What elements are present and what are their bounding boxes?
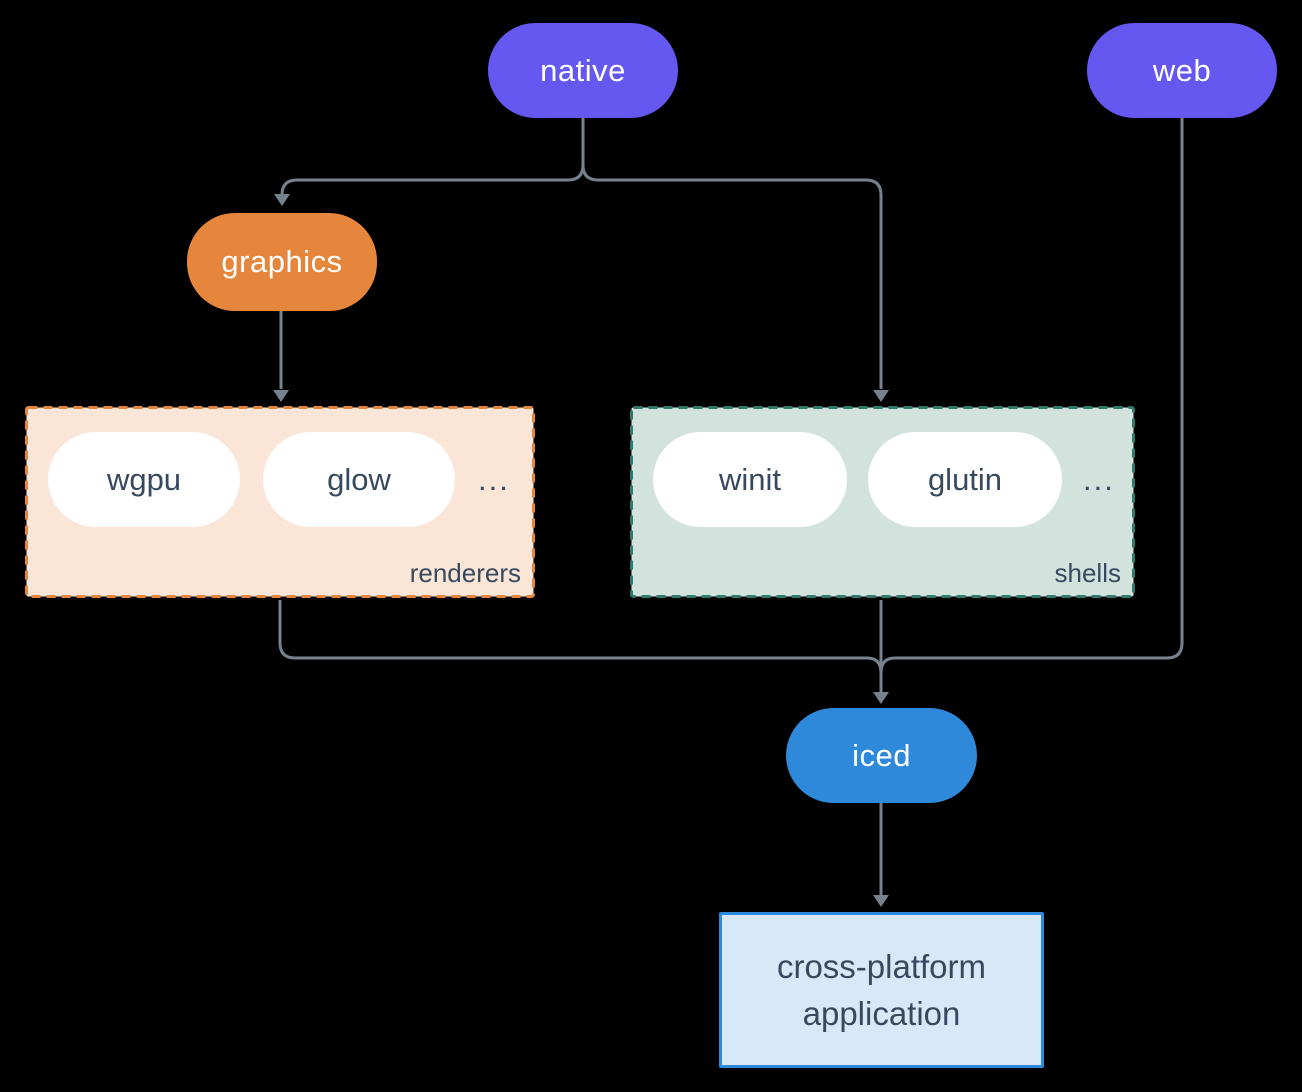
node-winit-label: winit xyxy=(718,461,781,497)
connector-native-graphics xyxy=(280,118,585,196)
application-label-line1: cross-platform xyxy=(776,948,987,985)
renderers-group-label: renderers xyxy=(409,558,521,588)
node-iced-label: iced xyxy=(852,737,911,773)
node-glow: glow xyxy=(263,432,455,527)
connector-web-iced xyxy=(879,118,1184,674)
arrowhead-into-graphics xyxy=(274,194,290,206)
node-iced: iced xyxy=(786,708,977,803)
group-shells: winit glutin ... shells xyxy=(630,406,1135,598)
node-native: native xyxy=(488,23,678,118)
node-web-label: web xyxy=(1152,52,1212,88)
node-web: web xyxy=(1087,23,1277,118)
node-cross-platform-application: cross-platform application xyxy=(719,912,1044,1068)
node-glow-label: glow xyxy=(327,461,391,497)
shells-group-label: shells xyxy=(1054,558,1121,588)
node-wgpu: wgpu xyxy=(48,432,240,527)
arrowhead-into-renderers xyxy=(273,390,289,402)
node-glutin-label: glutin xyxy=(927,461,1003,497)
connector-renderers-iced xyxy=(278,600,883,674)
node-native-label: native xyxy=(540,52,626,88)
arrowhead-into-iced xyxy=(873,692,889,704)
arrowhead-into-shells xyxy=(873,390,889,402)
node-wgpu-label: wgpu xyxy=(106,461,182,497)
node-winit: winit xyxy=(653,432,847,527)
application-label-line2: application xyxy=(802,995,961,1032)
node-graphics: graphics xyxy=(187,213,377,311)
node-glutin: glutin xyxy=(868,432,1062,527)
arrowhead-into-application xyxy=(873,895,889,907)
renderers-ellipsis: ... xyxy=(478,461,510,497)
group-renderers: wgpu glow ... renderers xyxy=(25,406,535,598)
node-graphics-label: graphics xyxy=(221,244,343,279)
shells-ellipsis: ... xyxy=(1083,461,1115,497)
connector-native-shells xyxy=(581,118,883,389)
